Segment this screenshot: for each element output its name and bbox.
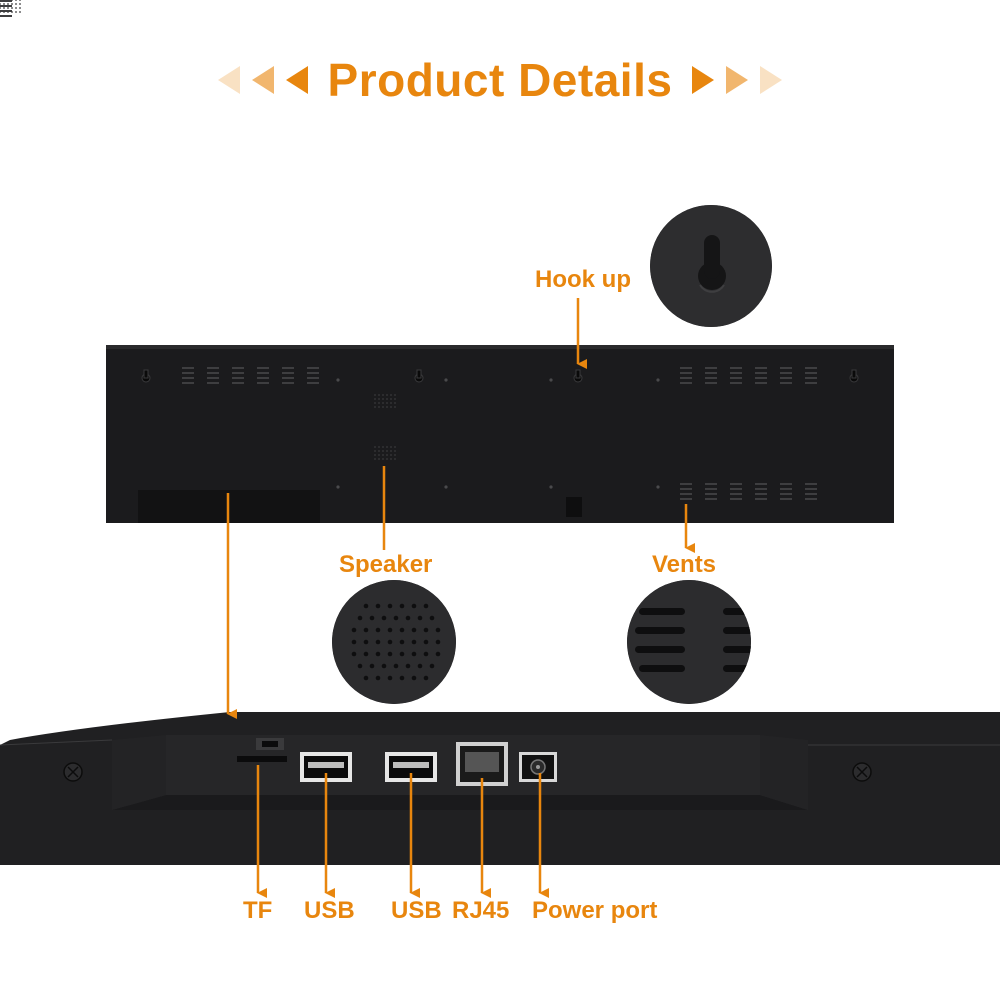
arrow-left-icon (251, 66, 274, 94)
screw-icon (63, 762, 872, 782)
hook-up-detail (650, 205, 772, 327)
hook-holes (141, 369, 859, 383)
hook-hole-icon (650, 205, 772, 327)
power-port-icon (519, 752, 557, 782)
tf-label: TF (243, 897, 273, 924)
power-port-label: Power port (532, 897, 658, 924)
rj45-label: RJ45 (452, 897, 510, 924)
hook-hole (849, 369, 859, 383)
usb-label-1: USB (304, 897, 355, 924)
device-bottom-edge (0, 712, 1000, 865)
vent-slots-icon (627, 580, 751, 704)
arrow-right-icon (692, 66, 715, 94)
arrow-left-icon (285, 66, 308, 94)
hook-hole (414, 369, 424, 383)
page-header: Product Details (0, 48, 1000, 112)
usb-port-icon (385, 752, 437, 782)
arrow-right-icon (760, 66, 783, 94)
panel-screws (336, 378, 660, 489)
device-back-panel (106, 345, 894, 523)
vents-label: Vents (652, 551, 717, 578)
panel-speaker-grilles (0, 0, 396, 460)
panel-vents (0, 0, 817, 500)
speaker-label: Speaker (339, 551, 433, 578)
arrow-right-icon (726, 66, 749, 94)
tf-card-slot-icon (237, 738, 287, 762)
arrow-left-icon (217, 66, 240, 94)
hook-up-label: Hook up (535, 266, 631, 293)
speaker-grille-icon (332, 580, 456, 704)
page-title: Product Details (327, 54, 673, 106)
callout-lines (226, 298, 695, 898)
usb-label-2: USB (391, 897, 442, 924)
vents-detail (627, 580, 751, 704)
speaker-detail (332, 580, 456, 704)
rj45-port-icon (456, 742, 508, 786)
hook-hole (141, 369, 151, 383)
hook-hole (573, 369, 583, 383)
